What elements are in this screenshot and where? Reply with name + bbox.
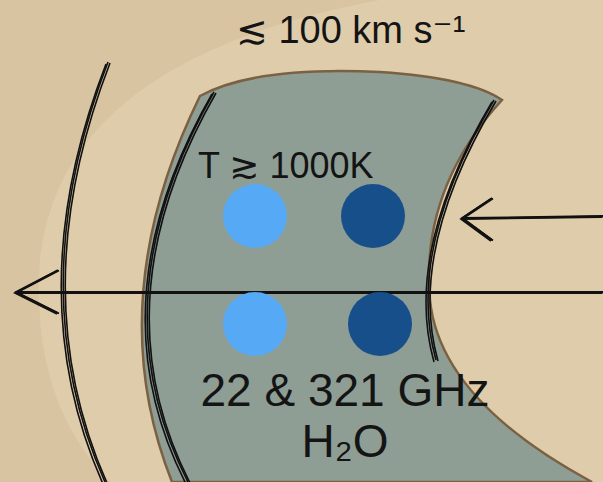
maser-spot	[341, 184, 405, 248]
line-label: 22 & 321 GHz H₂O	[170, 365, 520, 466]
flow-arrow	[462, 216, 603, 218]
shock-arc	[430, 101, 496, 361]
temperature-label: T ≳ 1000K	[198, 146, 374, 186]
maser-spot	[348, 292, 412, 356]
shock-arc	[426, 102, 492, 362]
shock-arc	[61, 64, 106, 482]
flow-arrow	[17, 271, 59, 314]
flow-arrow	[16, 270, 58, 313]
region-shape	[142, 71, 592, 482]
maser-spot	[223, 184, 287, 248]
flow-arrow	[463, 199, 493, 241]
bow-shock-band	[39, 0, 603, 482]
flow-arrow	[15, 271, 57, 314]
flow-arrow	[462, 198, 492, 240]
flow-arrow	[461, 199, 491, 241]
maser-spot	[223, 292, 287, 356]
shock-arc	[428, 100, 494, 360]
shock-arc	[65, 63, 110, 482]
velocity-label: ≲ 100 km s⁻¹	[236, 10, 465, 52]
flow-arrow	[461, 217, 602, 219]
flow-arrow	[15, 292, 602, 294]
flow-arrow	[16, 291, 603, 293]
emission-region: T ≳ 1000K 22 & 321 GHz H₂O	[110, 60, 603, 482]
